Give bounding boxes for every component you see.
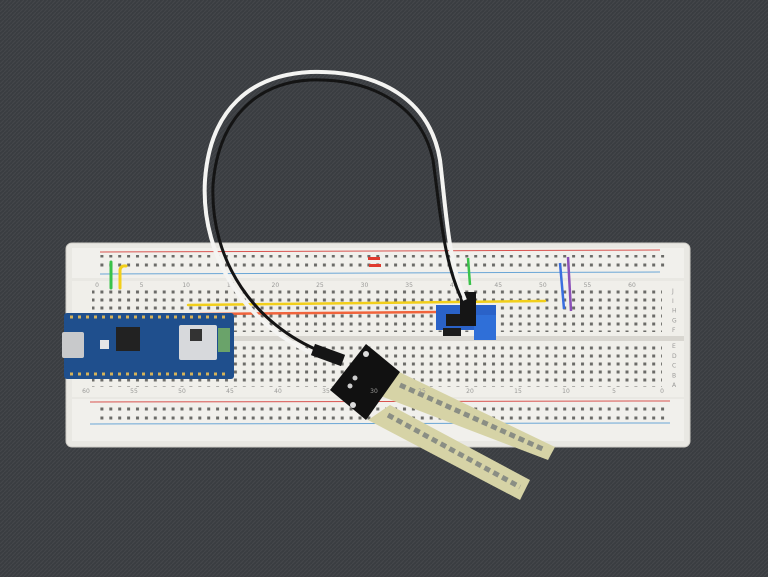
column-number: 0 — [95, 282, 99, 289]
column-number: 15 — [514, 388, 522, 395]
sensor-module — [436, 292, 496, 340]
column-number: 25 — [316, 282, 324, 289]
probe-head — [330, 344, 400, 420]
column-number: 35 — [405, 282, 413, 289]
soil-moisture-probe — [330, 344, 555, 500]
column-number: 25 — [418, 388, 426, 395]
column-number: 30 — [361, 282, 369, 289]
row-letter: J — [671, 288, 674, 295]
wifi-module — [179, 325, 217, 360]
column-number: 55 — [130, 388, 138, 395]
column-number: 30 — [370, 388, 378, 395]
column-number: 50 — [539, 282, 547, 289]
chip — [116, 327, 140, 351]
column-number: 60 — [628, 282, 636, 289]
row-letter: E — [672, 343, 676, 350]
column-number: 5 — [140, 282, 144, 289]
red-jumper-small — [368, 257, 380, 260]
arduino-nano-board — [62, 313, 234, 379]
column-number: 40 — [274, 388, 282, 395]
row-letter: G — [672, 317, 677, 324]
row-letter: F — [672, 327, 676, 334]
red-long-wire — [198, 310, 442, 316]
white-cable — [202, 69, 467, 358]
green-jumper-right — [466, 257, 472, 286]
column-number: 20 — [272, 282, 280, 289]
purple-jumper — [566, 256, 573, 312]
black-cable — [211, 78, 463, 354]
column-number: 45 — [494, 282, 502, 289]
column-number: 20 — [466, 388, 474, 395]
row-letter: I — [672, 298, 674, 305]
blue-jumper — [558, 262, 566, 310]
center-channel — [72, 336, 684, 341]
row-letter: H — [672, 308, 677, 315]
reset-button[interactable] — [100, 340, 109, 349]
row-letter: B — [672, 372, 676, 379]
row-letter: C — [672, 363, 676, 370]
column-number: 0 — [660, 388, 664, 395]
column-number: 45 — [226, 388, 234, 395]
cable-connector — [310, 343, 346, 367]
column-number: 35 — [322, 388, 330, 395]
column-number: 10 — [182, 282, 190, 289]
column-number: 40 — [450, 282, 458, 289]
row-letter: D — [672, 353, 677, 360]
column-number: 10 — [562, 388, 570, 395]
yellow-jumper-left — [118, 264, 128, 290]
row-letter: A — [672, 382, 677, 389]
column-number: 5 — [612, 388, 616, 395]
column-number: 55 — [584, 282, 592, 289]
column-number: 50 — [178, 388, 186, 395]
column-number: 60 — [82, 388, 90, 395]
usb-c-port — [62, 332, 84, 358]
red-jumper-small-2 — [369, 264, 381, 267]
